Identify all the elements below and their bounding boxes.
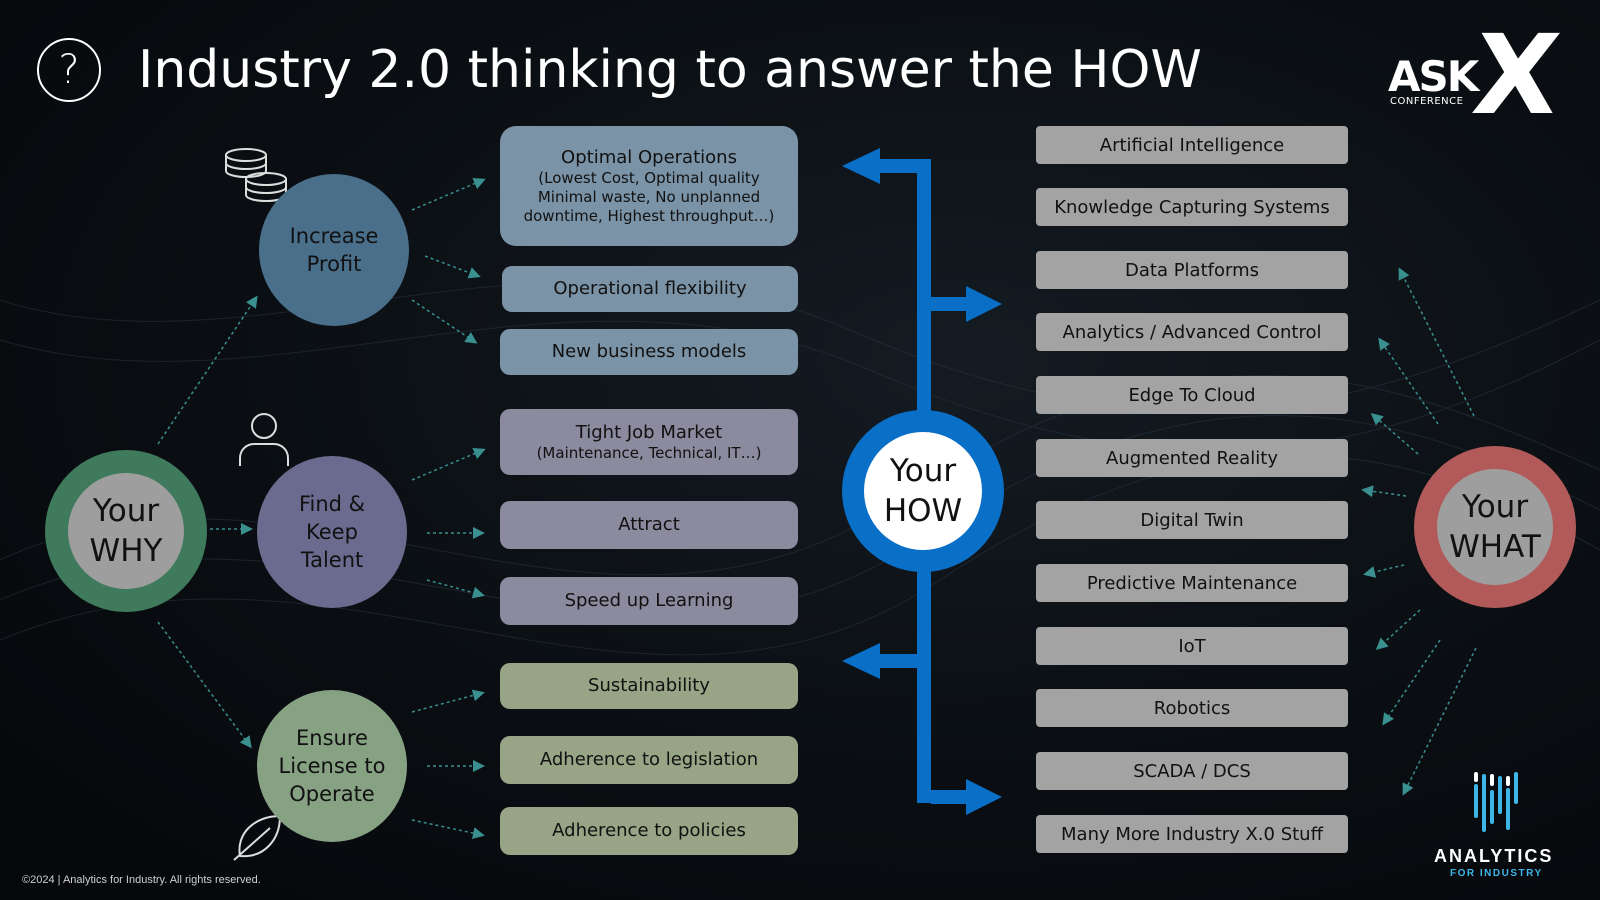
analytics-for-industry-logo: ANALYTICS FOR INDUSTRY [1430,772,1580,882]
tech-label: Robotics [1153,697,1231,719]
tech-label: Augmented Reality [1106,447,1278,469]
tech-label: Data Platforms [1125,259,1259,281]
tech-item: IoT [1036,627,1348,665]
tech-item: Many More Industry X.0 Stuff [1036,815,1348,853]
how-arrows [842,148,1002,815]
your-what-ring: Your WHAT [1414,446,1576,608]
adherence-policies-box: Adherence to policies [500,807,798,855]
tech-label: Digital Twin [1140,509,1244,531]
optimal-operations-title: Optimal Operations [561,146,737,168]
tech-item: Edge To Cloud [1036,376,1348,414]
adherence-legislation-box: Adherence to legislation [500,736,798,784]
attract-label: Attract [618,514,680,535]
person-icon [239,413,289,466]
tech-label: Artificial Intelligence [1099,134,1285,156]
adherence-legislation-label: Adherence to legislation [539,749,759,770]
new-business-models-label: New business models [551,341,747,362]
tech-item: SCADA / DCS [1036,752,1348,790]
sustainability-box: Sustainability [500,663,798,709]
leaf-icon [233,814,282,861]
tech-item: Artificial Intelligence [1036,126,1348,164]
tech-item: Data Platforms [1036,251,1348,289]
tech-item: Digital Twin [1036,501,1348,539]
your-why-core: Your WHY [68,473,184,589]
tight-job-market-title: Tight Job Market [575,421,723,443]
adherence-policies-label: Adherence to policies [552,820,746,841]
tech-item: Augmented Reality [1036,439,1348,477]
your-how-core: Your HOW [864,432,982,550]
your-what-core: Your WHAT [1437,469,1553,585]
license-to-operate-circle: Ensure License to Operate [257,690,407,842]
find-keep-talent-label: Find & Keep Talent [298,492,366,572]
tech-label: Analytics / Advanced Control [1062,321,1322,343]
optimal-operations-box: Optimal Operations (Lowest Cost, Optimal… [500,126,798,246]
brand-bars-icon [1474,772,1518,832]
logo-sub-text: CONFERENCE [1390,96,1464,107]
tech-label: Knowledge Capturing Systems [1054,196,1330,218]
question-circle-icon: ? [37,38,101,102]
your-what-label: Your WHAT [1449,489,1541,565]
copyright-text: ©2024 | Analytics for Industry. All righ… [22,874,261,886]
increase-profit-label: Increase Profit [289,224,379,276]
tech-item: Knowledge Capturing Systems [1036,188,1348,226]
speed-up-learning-box: Speed up Learning [500,577,798,625]
ask-conference-logo: ASK CONFERENCE X [1388,11,1568,142]
tech-label: Predictive Maintenance [1086,572,1298,594]
license-to-operate-label: Ensure License to Operate [278,726,386,806]
brand-title: ANALYTICS [1434,846,1554,866]
page-title: Industry 2.0 thinking to answer the HOW [138,40,1202,100]
operational-flexibility-box: Operational flexibility [502,266,798,312]
tech-item: Robotics [1036,689,1348,727]
sustainability-label: Sustainability [588,675,710,696]
logo-main-text: ASK [1388,52,1479,101]
increase-profit-circle: Increase Profit [259,174,409,326]
your-why-label: Your WHY [89,493,163,569]
speed-up-learning-label: Speed up Learning [564,590,734,611]
tight-job-market-detail: (Maintenance, Technical, IT…) [536,443,762,462]
your-why-ring: Your WHY [45,450,207,612]
tech-item: Predictive Maintenance [1036,564,1348,602]
tech-label: SCADA / DCS [1133,760,1251,782]
brand-subtitle: FOR INDUSTRY [1450,868,1543,879]
tight-job-market-box: Tight Job Market (Maintenance, Technical… [500,409,798,475]
tech-label: Edge To Cloud [1128,384,1256,406]
find-keep-talent-circle: Find & Keep Talent [257,456,407,608]
operational-flexibility-label: Operational flexibility [553,278,747,299]
tech-label: IoT [1178,635,1206,657]
new-business-models-box: New business models [500,329,798,375]
optimal-operations-detail: (Lowest Cost, Optimal quality Minimal wa… [523,168,775,225]
attract-box: Attract [500,501,798,549]
your-how-ring: Your HOW [842,410,1004,572]
tech-label: Many More Industry X.0 Stuff [1061,823,1323,845]
your-how-label: Your HOW [883,453,963,529]
tech-item: Analytics / Advanced Control [1036,313,1348,351]
